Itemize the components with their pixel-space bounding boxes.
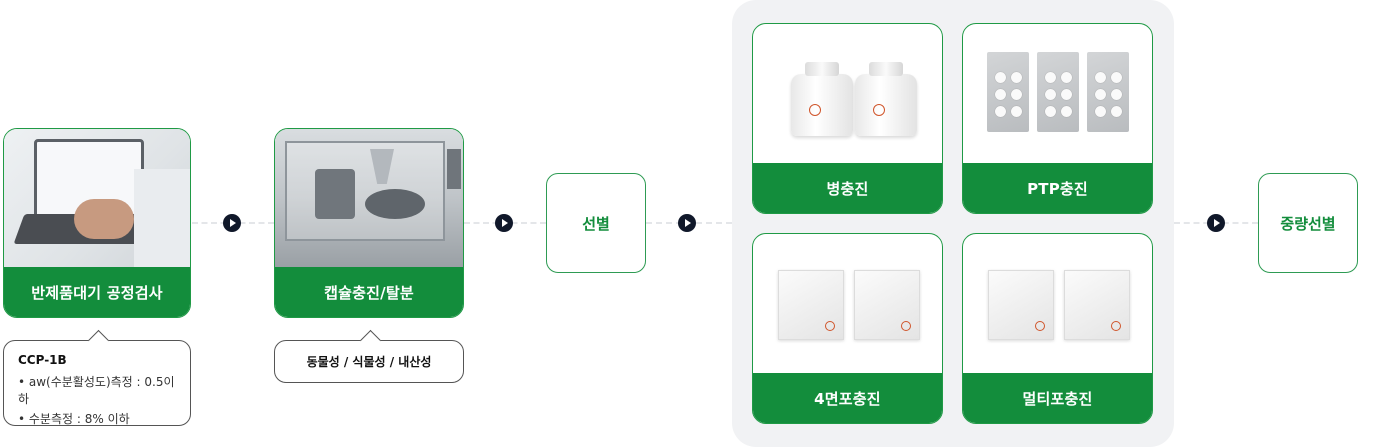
ptp-photo xyxy=(963,24,1152,163)
packaging-label: 병충진 xyxy=(753,163,942,213)
step-box-sorting: 선별 xyxy=(546,173,646,273)
ccp-line: • 수분측정 : 8% 이하 xyxy=(18,412,130,426)
ccp-line: • aw(수분활성도)측정 : 0.5이하 xyxy=(18,375,175,406)
step-label: 캡슐충진/탈분 xyxy=(275,267,463,317)
step-label: 선별 xyxy=(582,214,610,233)
bottle-image xyxy=(855,62,917,136)
capsule-type-text: 동물성 / 식물성 / 내산성 xyxy=(306,355,432,369)
step-label: 중량선별 xyxy=(1280,214,1336,233)
packaging-card-ptp: PTP충진 xyxy=(962,23,1153,214)
play-arrow-icon xyxy=(1207,214,1225,232)
play-arrow-icon xyxy=(678,214,696,232)
bottle-image xyxy=(791,62,853,136)
multi-photo xyxy=(963,234,1152,373)
capsule-machine-photo xyxy=(275,129,463,267)
packaging-label: PTP충진 xyxy=(963,163,1152,213)
blister-image xyxy=(987,52,1029,132)
ccp-callout: CCP-1B • aw(수분활성도)측정 : 0.5이하 • 수분측정 : 8%… xyxy=(3,329,191,426)
four-side-photo xyxy=(753,234,942,373)
inspection-photo xyxy=(4,129,190,269)
packaging-label: 멀티포충진 xyxy=(963,373,1152,423)
capsule-type-callout: 동물성 / 식물성 / 내산성 xyxy=(274,329,464,383)
step-card-inspection: 반제품대기 공정검사 xyxy=(3,128,191,318)
packaging-label: 4면포충진 xyxy=(753,373,942,423)
blister-image xyxy=(1087,52,1129,132)
play-arrow-icon xyxy=(495,214,513,232)
ccp-title: CCP-1B xyxy=(18,353,67,367)
step-label: 반제품대기 공정검사 xyxy=(4,267,190,317)
packaging-card-multi: 멀티포충진 xyxy=(962,233,1153,424)
step-card-capsule: 캡슐충진/탈분 xyxy=(274,128,464,318)
packaging-card-bottle: 병충진 xyxy=(752,23,943,214)
bottle-photo xyxy=(753,24,942,163)
sachet-image xyxy=(1064,270,1130,340)
step-box-weight-sorting: 중량선별 xyxy=(1258,173,1358,273)
blister-image xyxy=(1037,52,1079,132)
sachet-image xyxy=(854,270,920,340)
packaging-card-four-side: 4면포충진 xyxy=(752,233,943,424)
sachet-image xyxy=(988,270,1054,340)
sachet-image xyxy=(778,270,844,340)
play-arrow-icon xyxy=(223,214,241,232)
